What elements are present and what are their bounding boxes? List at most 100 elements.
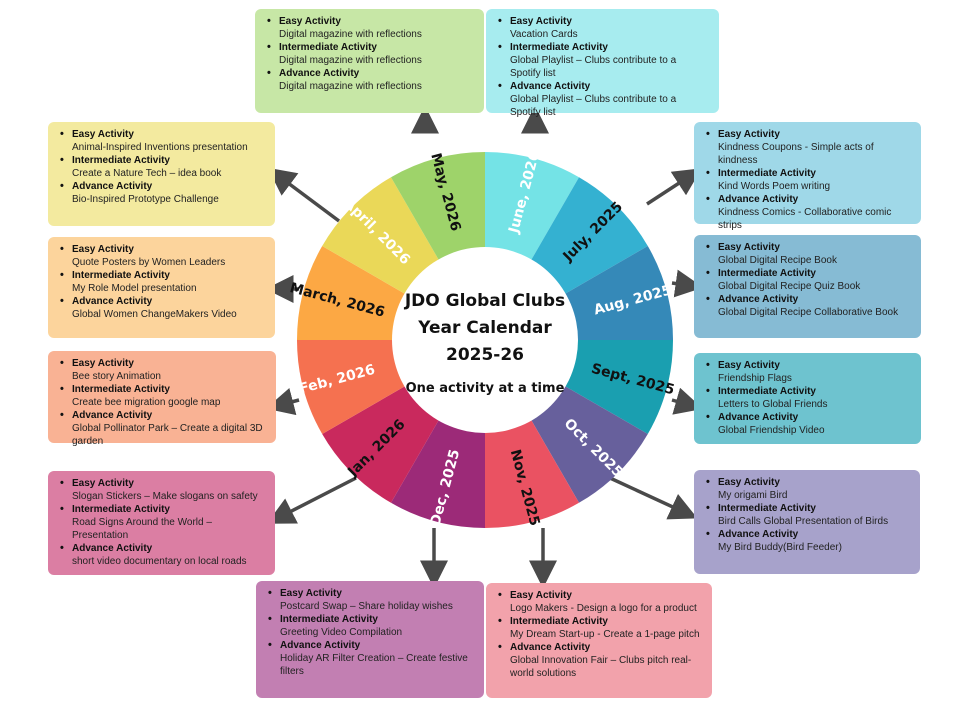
- activity-description: Holiday AR Filter Creation – Create fest…: [280, 653, 468, 677]
- activity-level-label: Easy Activity: [72, 478, 134, 489]
- activity-level-label: Advance Activity: [72, 296, 153, 307]
- activity-description: Global Women ChangeMakers Video: [72, 309, 237, 320]
- activity-level-label: Intermediate Activity: [718, 168, 816, 179]
- activity-description: My Dream Start-up - Create a 1-page pitc…: [510, 629, 700, 640]
- activity-description: Kind Words Poem writing: [718, 181, 831, 192]
- activity-level-label: Advance Activity: [510, 81, 591, 92]
- activity-description: Global Pollinator Park – Create a digita…: [72, 423, 263, 447]
- activity-description: Global Innovation Fair – Clubs pitch rea…: [510, 655, 692, 679]
- arrows-group: [265, 105, 704, 589]
- activity-description: Logo Makers - Design a logo for a produc…: [510, 603, 697, 614]
- activity-description: Animal-Inspired Inventions presentation: [72, 142, 248, 153]
- activity-level-label: Intermediate Activity: [72, 155, 170, 166]
- activity-description: Global Digital Recipe Collaborative Book: [718, 307, 899, 318]
- activity-description: My origami Bird: [718, 490, 788, 501]
- arrow-9: [265, 388, 300, 416]
- activity-description: Greeting Video Compilation: [280, 627, 403, 638]
- activity-level-label: Advance Activity: [718, 194, 799, 205]
- activity-description: Digital magazine with reflections: [279, 81, 422, 92]
- arrow-2: [646, 168, 702, 206]
- activity-description: Bird Calls Global Presentation of Birds: [718, 516, 889, 527]
- activity-level-label: Intermediate Activity: [72, 504, 170, 515]
- activity-description: Global Digital Recipe Book: [718, 255, 837, 266]
- activity-level-label: Easy Activity: [510, 590, 572, 601]
- activity-description: Friendship Flags: [718, 373, 792, 384]
- activity-description: Create bee migration google map: [72, 397, 221, 408]
- activity-description: Kindness Comics - Collaborative comic st…: [718, 207, 892, 231]
- activity-description: Kindness Coupons - Simple acts of kindne…: [718, 142, 874, 166]
- activity-level-label: Easy Activity: [718, 129, 780, 140]
- activity-level-label: Intermediate Activity: [72, 384, 170, 395]
- center-circle: [392, 247, 578, 433]
- activity-description: Vacation Cards: [510, 29, 578, 40]
- activity-level-label: Easy Activity: [718, 242, 780, 253]
- arrow-4: [671, 387, 704, 415]
- activity-level-label: Advance Activity: [72, 181, 153, 192]
- activity-level-label: Easy Activity: [72, 129, 134, 140]
- activity-description: Quote Posters by Women Leaders: [72, 257, 226, 268]
- activity-description: Postcard Swap – Share holiday wishes: [280, 601, 453, 612]
- activity-description: Global Playlist – Clubs contribute to a …: [510, 94, 677, 118]
- center-subtitle: One activity at a time: [406, 381, 565, 396]
- activity-level-label: Advance Activity: [718, 294, 799, 305]
- activity-description: Road Signs Around the World – Presentati…: [72, 517, 212, 541]
- activity-level-label: Intermediate Activity: [510, 42, 608, 53]
- activity-level-label: Advance Activity: [279, 68, 360, 79]
- activity-description: Slogan Stickers – Make slogans on safety: [72, 491, 258, 502]
- activity-description: Global Friendship Video: [718, 425, 825, 436]
- activity-description: Digital magazine with reflections: [279, 29, 422, 40]
- activity-description: My Bird Buddy(Bird Feeder): [718, 542, 842, 553]
- activity-level-label: Advance Activity: [72, 410, 153, 421]
- activity-level-label: Easy Activity: [510, 16, 572, 27]
- activity-description: short video documentary on local roads: [72, 556, 247, 567]
- activity-level-label: Advance Activity: [718, 412, 799, 423]
- center-title-line-3: 2025-26: [446, 345, 524, 365]
- activity-level-label: Advance Activity: [72, 543, 153, 554]
- activity-description: Create a Nature Tech – idea book: [72, 168, 222, 179]
- arrow-5: [609, 476, 698, 520]
- activity-level-label: Intermediate Activity: [718, 386, 816, 397]
